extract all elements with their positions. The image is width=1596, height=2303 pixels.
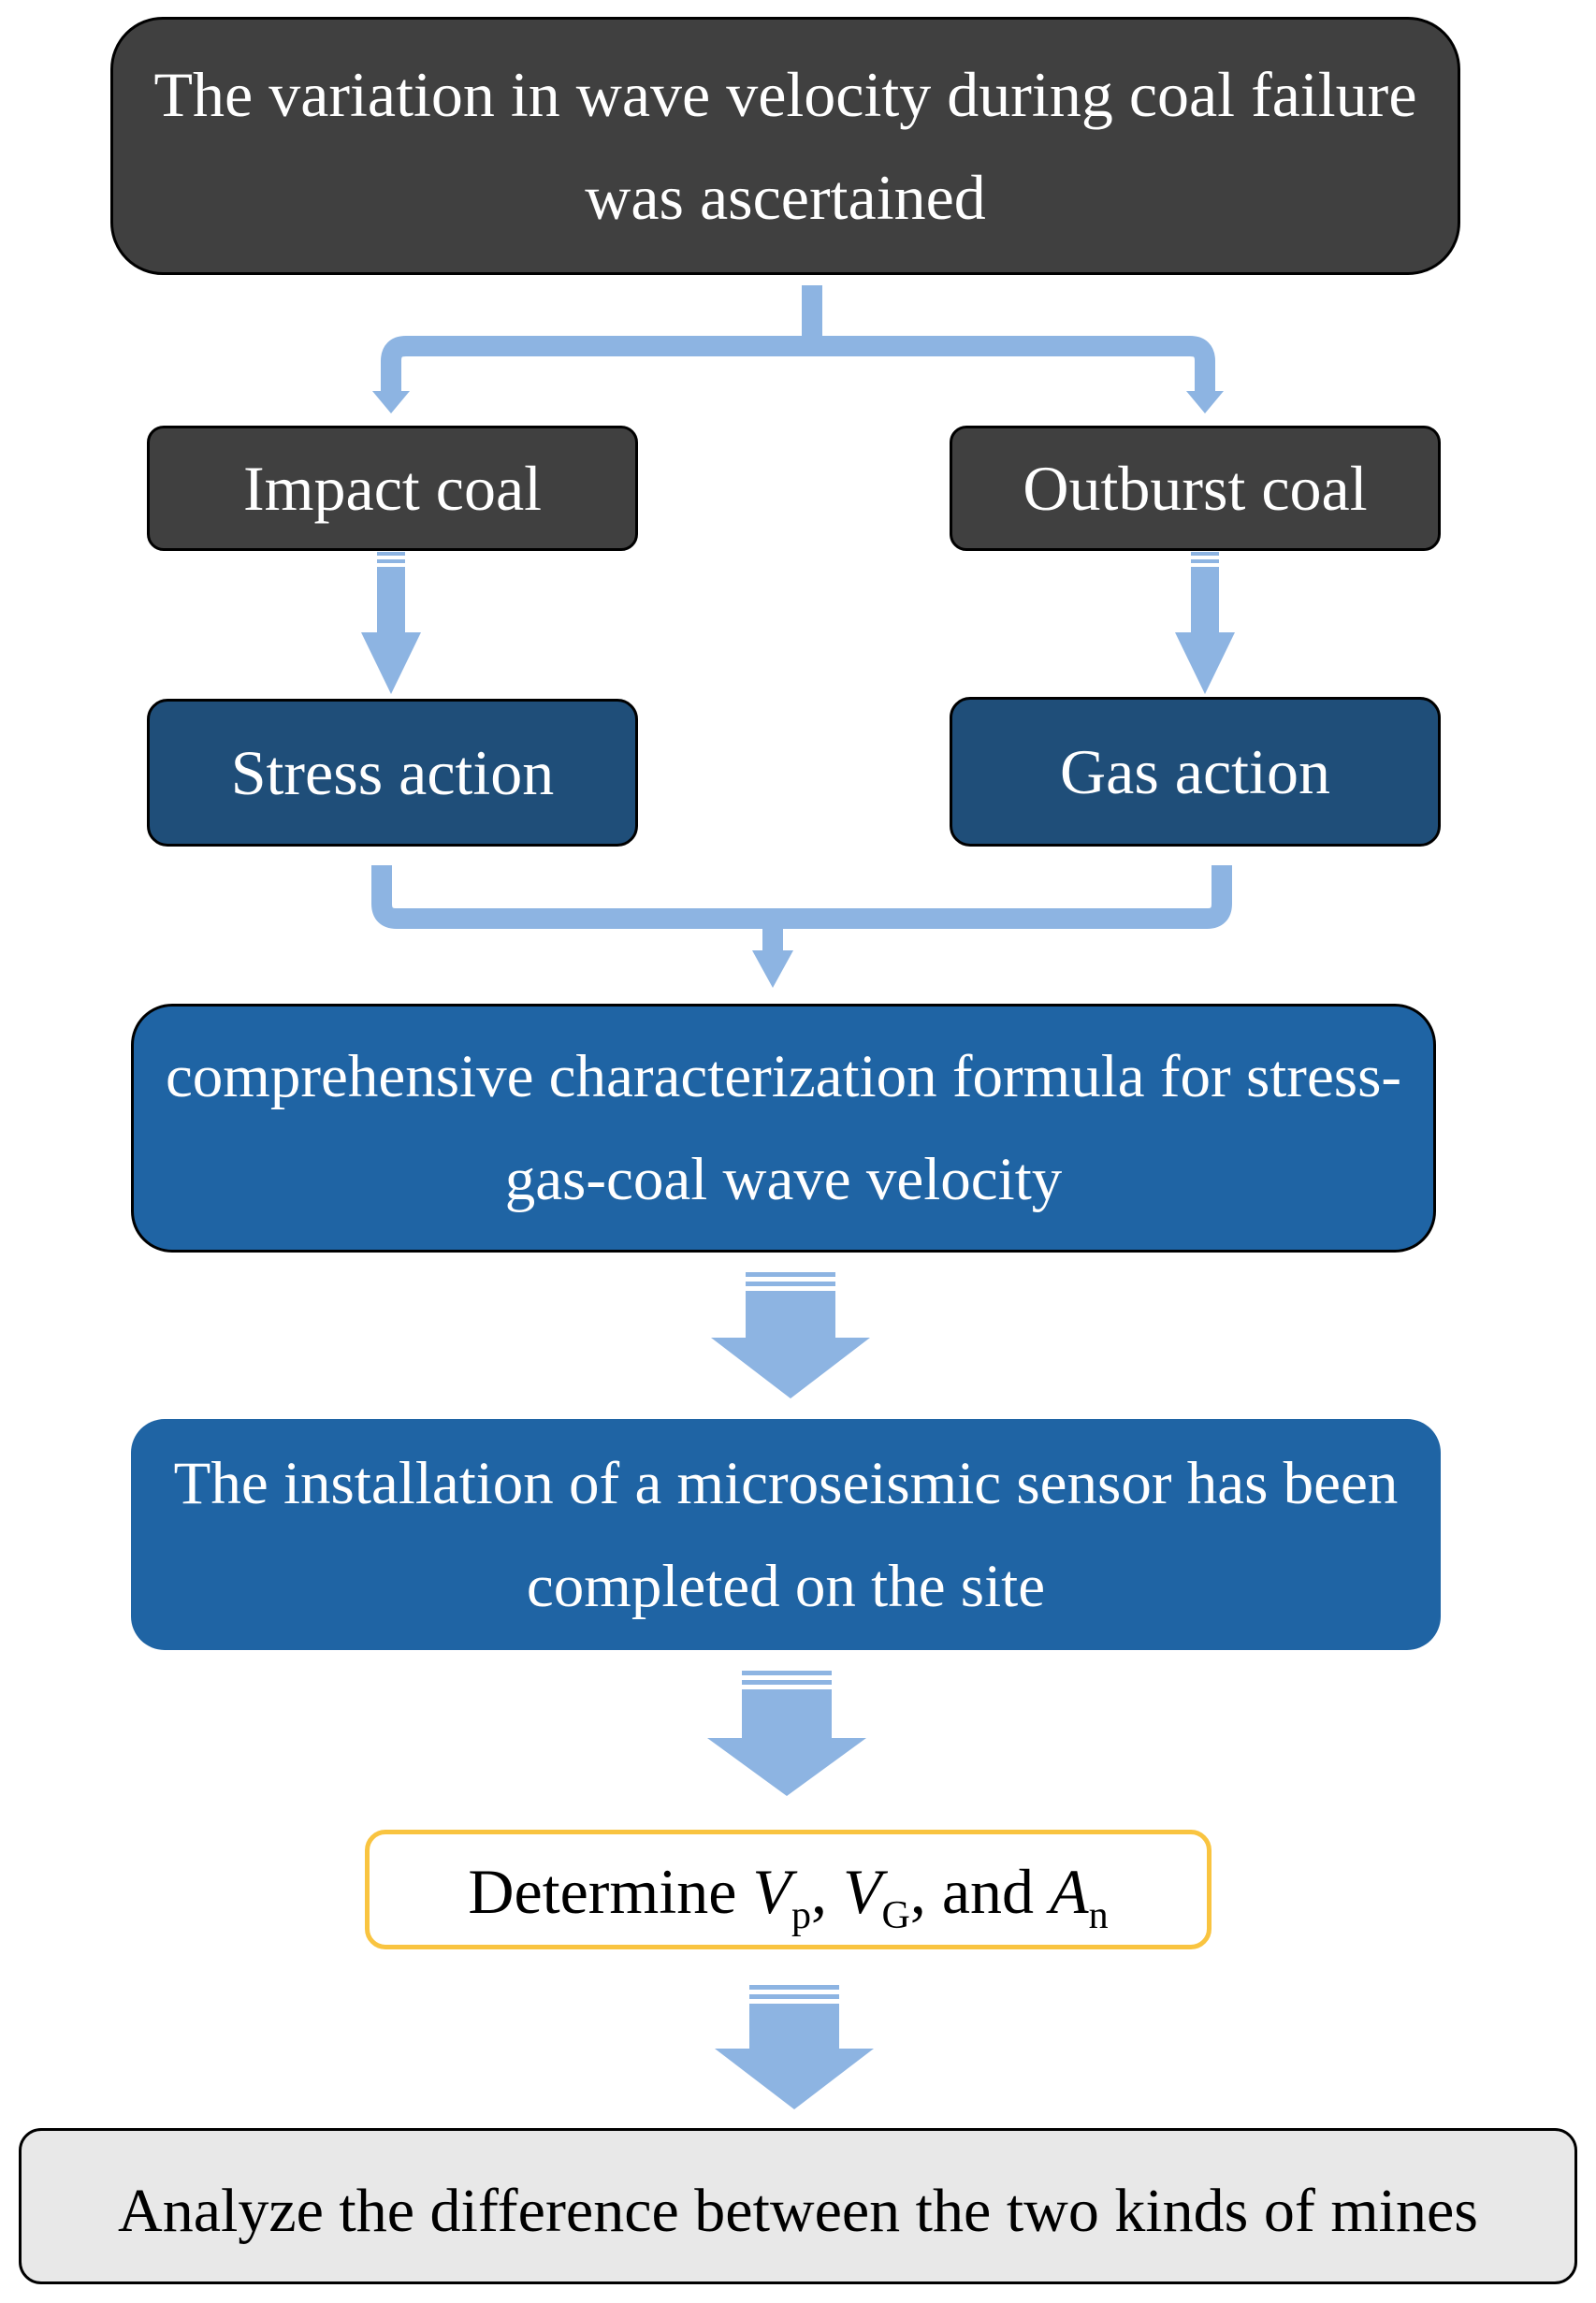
outburst-coal-box: Outburst coal — [950, 426, 1441, 551]
microseismic-sensor-text: The installation of a microseismic senso… — [173, 1449, 1399, 1620]
impact-coal-text: Impact coal — [242, 452, 543, 524]
split-connector-branches — [381, 336, 1215, 395]
wave-velocity-variation-text: The variation in wave velocity during co… — [153, 59, 1417, 233]
gas-action-text: Gas action — [1060, 735, 1330, 807]
separator-1: , — [810, 1855, 843, 1927]
separator-2: , and — [909, 1855, 1051, 1927]
determine-parameters-box: Determine Vp, VG, and An — [365, 1830, 1212, 1949]
wave-velocity-variation-box: The variation in wave velocity during co… — [110, 17, 1460, 275]
outburst-coal-text: Outburst coal — [1023, 452, 1368, 524]
vg-symbol: V — [842, 1855, 882, 1927]
an-subscript: n — [1088, 1893, 1109, 1937]
analyze-difference-text: Analyze the difference between the two k… — [118, 2176, 1478, 2245]
impact-to-stress-arrow — [361, 552, 421, 694]
stress-action-text: Stress action — [230, 736, 555, 808]
gas-action-box: Gas action — [950, 697, 1441, 847]
an-symbol: A — [1050, 1855, 1089, 1927]
determine-prefix: Determine — [468, 1855, 753, 1927]
split-left-arrowhead — [372, 391, 410, 413]
vg-subscript: G — [881, 1893, 910, 1937]
characterization-formula-box: comprehensive characterization formula f… — [131, 1004, 1436, 1253]
impact-coal-box: Impact coal — [147, 426, 638, 551]
split-right-arrowhead — [1186, 391, 1224, 413]
vp-subscript: p — [791, 1893, 811, 1937]
formula-to-sensor-arrow — [711, 1272, 870, 1398]
microseismic-sensor-box: The installation of a microseismic senso… — [131, 1419, 1441, 1650]
merge-arrowhead — [752, 950, 793, 988]
sensor-to-determine-arrow — [707, 1671, 866, 1796]
analyze-difference-box: Analyze the difference between the two k… — [19, 2128, 1577, 2284]
determine-to-analyze-arrow — [715, 1985, 874, 2109]
characterization-formula-text: comprehensive characterization formula f… — [165, 1043, 1402, 1213]
vp-symbol: V — [752, 1855, 791, 1927]
outburst-to-gas-arrow — [1175, 552, 1235, 694]
stress-action-box: Stress action — [147, 699, 638, 847]
determine-parameters-text: Determine Vp, VG, and An — [468, 1855, 1108, 1938]
merge-connector — [371, 865, 1232, 929]
